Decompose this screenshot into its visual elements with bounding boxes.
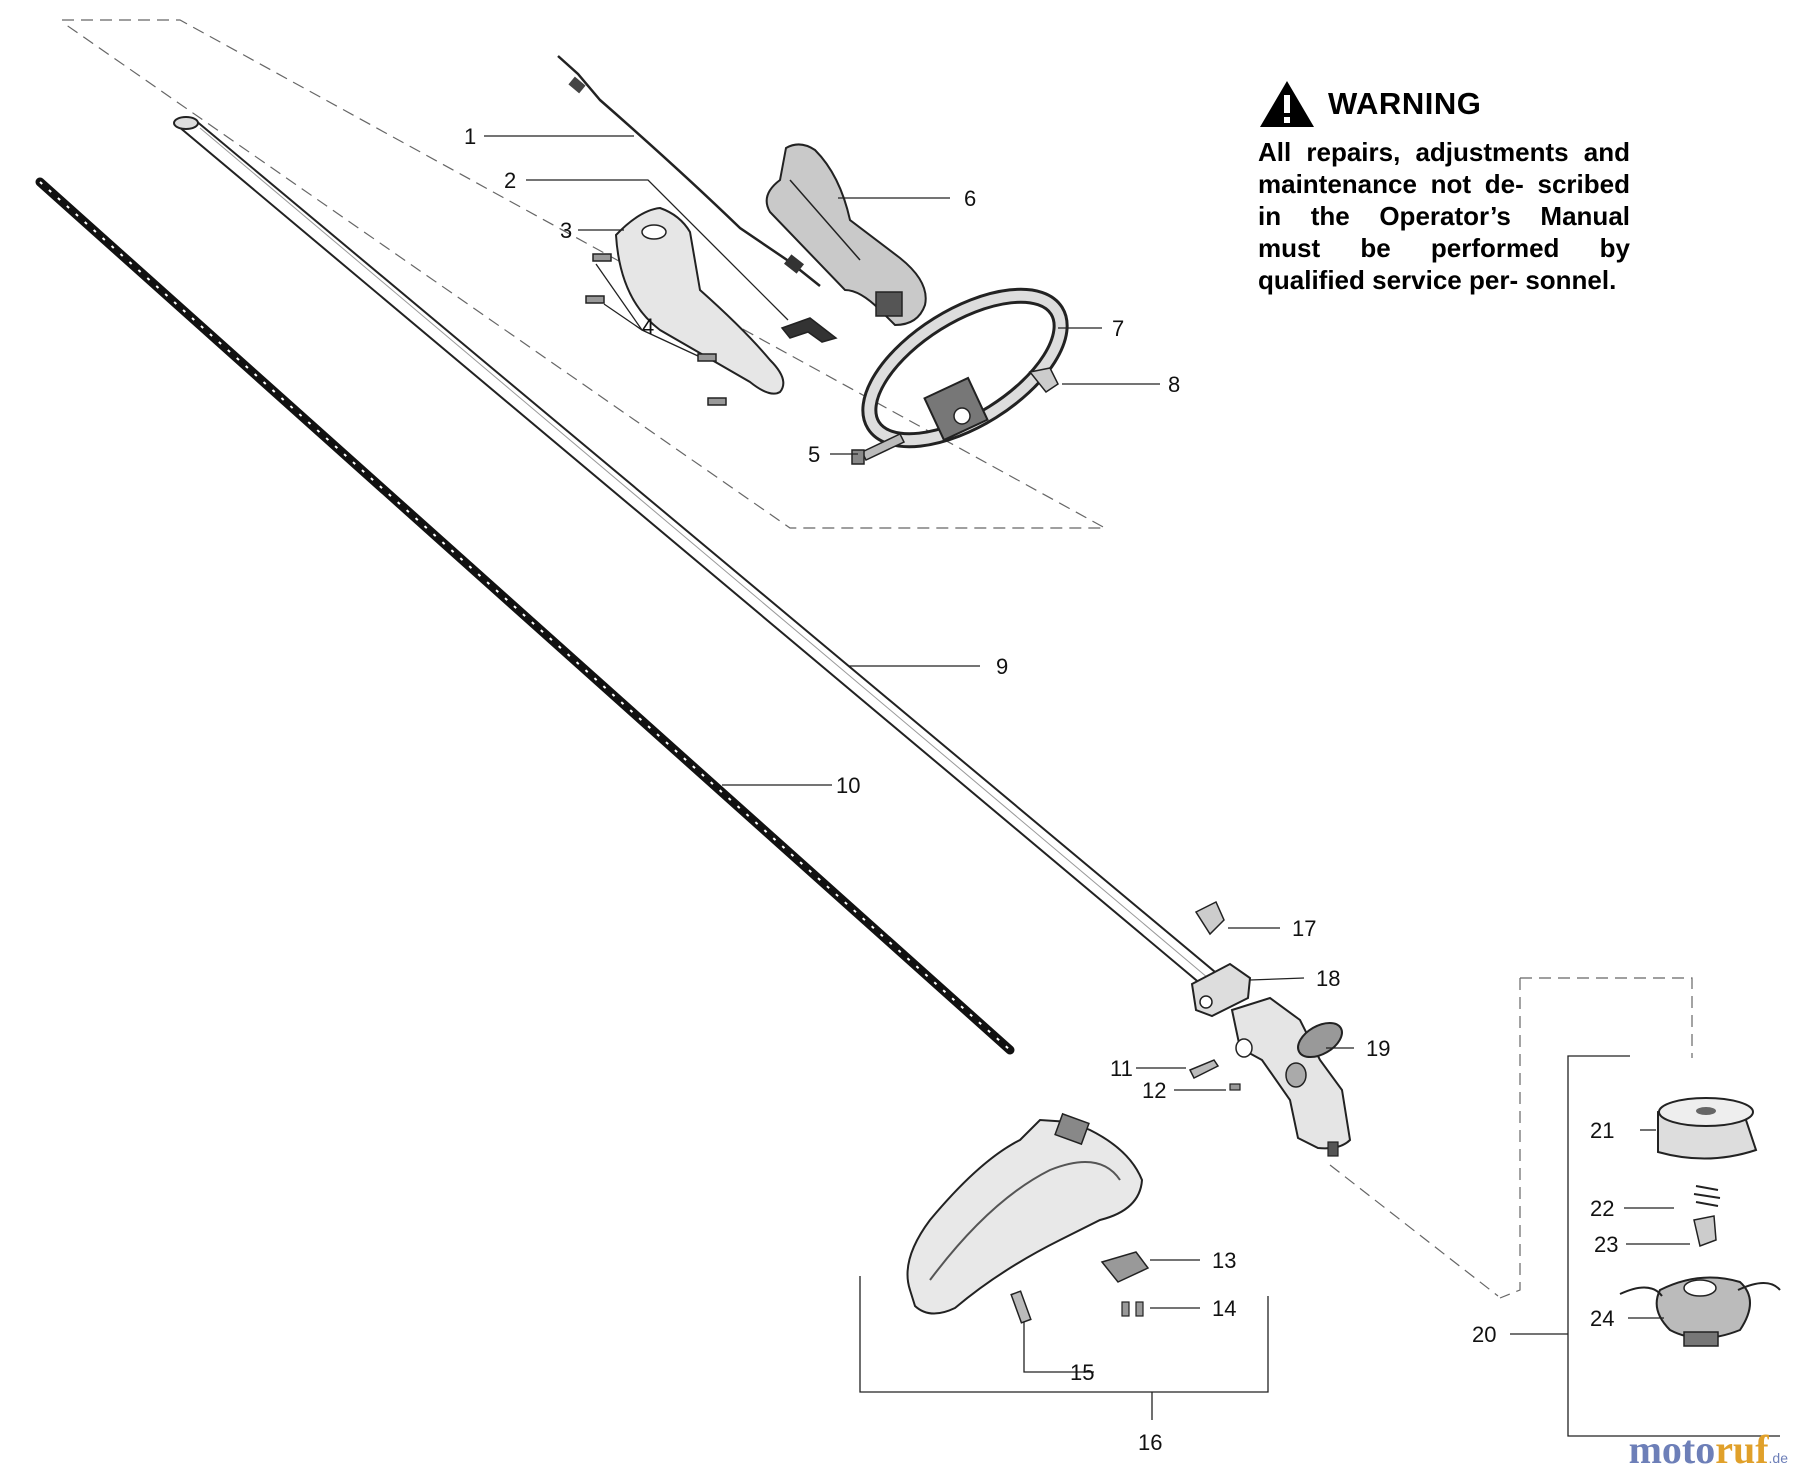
bracket-16 bbox=[859, 1276, 1269, 1420]
callout-16: 16 bbox=[1138, 1430, 1162, 1455]
callout-15: 15 bbox=[1070, 1360, 1094, 1385]
drive-cable bbox=[35, 177, 1015, 1055]
callout-6: 6 bbox=[964, 186, 976, 211]
handle-screws bbox=[585, 253, 727, 406]
callout-22: 22 bbox=[1590, 1196, 1614, 1221]
warning-title: WARNING bbox=[1328, 86, 1482, 121]
shield-bolt bbox=[1010, 1290, 1032, 1324]
eyelet bbox=[1693, 1215, 1717, 1248]
callout-11: 11 bbox=[1110, 1056, 1133, 1081]
callout-numbers: 1 2 3 4 5 6 7 8 9 10 11 12 13 14 15 16 1… bbox=[464, 124, 1618, 1455]
wing-nut-clamp bbox=[1194, 900, 1225, 936]
shaft-clamp bbox=[1190, 962, 1252, 1018]
callout-23: 23 bbox=[1594, 1232, 1618, 1257]
line-cutter-blade bbox=[1100, 1251, 1150, 1283]
callout-10: 10 bbox=[836, 773, 860, 798]
warning-triangle-icon bbox=[1260, 81, 1314, 127]
watermark-logo: motoruf.de bbox=[1629, 1426, 1788, 1473]
spool-cover bbox=[1657, 1097, 1758, 1160]
callout-19: 19 bbox=[1366, 1036, 1390, 1061]
callout-14: 14 bbox=[1212, 1296, 1236, 1321]
gearbox bbox=[1230, 996, 1352, 1157]
spring bbox=[1693, 1185, 1721, 1207]
shield-screws bbox=[1121, 1301, 1144, 1317]
handle-half-left bbox=[614, 206, 785, 395]
callout-17: 17 bbox=[1292, 916, 1316, 941]
watermark-tld: .de bbox=[1768, 1450, 1788, 1466]
callout-24: 24 bbox=[1590, 1306, 1614, 1331]
callout-18: 18 bbox=[1316, 966, 1340, 991]
callout-21: 21 bbox=[1590, 1118, 1614, 1143]
callout-20: 20 bbox=[1472, 1322, 1496, 1347]
callout-12: 12 bbox=[1142, 1078, 1166, 1103]
callout-5: 5 bbox=[808, 442, 820, 467]
drive-shaft-tube bbox=[173, 116, 1217, 987]
callout-3: 3 bbox=[560, 218, 572, 243]
dashed-guides bbox=[61, 19, 1693, 1299]
handle-half-right bbox=[765, 143, 927, 327]
grass-deflector-shield bbox=[906, 1112, 1144, 1315]
callout-7: 7 bbox=[1112, 316, 1124, 341]
throttle-trigger bbox=[780, 317, 838, 343]
warning-text: All repairs, adjustments and maintenance… bbox=[1258, 137, 1630, 295]
wing-nut-handle bbox=[1028, 367, 1059, 394]
callout-9: 9 bbox=[996, 654, 1008, 679]
spool bbox=[1619, 1276, 1781, 1347]
callout-1: 1 bbox=[464, 124, 476, 149]
warning-box: WARNING All repairs, adjustments and mai… bbox=[1258, 78, 1630, 296]
callout-13: 13 bbox=[1212, 1248, 1236, 1273]
callout-8: 8 bbox=[1168, 372, 1180, 397]
gearbox-bolts bbox=[1188, 1059, 1241, 1091]
callout-4: 4 bbox=[642, 314, 654, 339]
watermark-part1: moto bbox=[1628, 1427, 1716, 1472]
loop-handle bbox=[861, 287, 1069, 449]
warning-header: WARNING bbox=[1258, 78, 1630, 130]
callout-2: 2 bbox=[504, 168, 516, 193]
bracket-20 bbox=[1510, 1055, 1780, 1437]
throttle-cable bbox=[557, 55, 821, 287]
watermark-part2: ruf bbox=[1715, 1427, 1769, 1472]
leader-lines bbox=[484, 135, 1690, 1373]
